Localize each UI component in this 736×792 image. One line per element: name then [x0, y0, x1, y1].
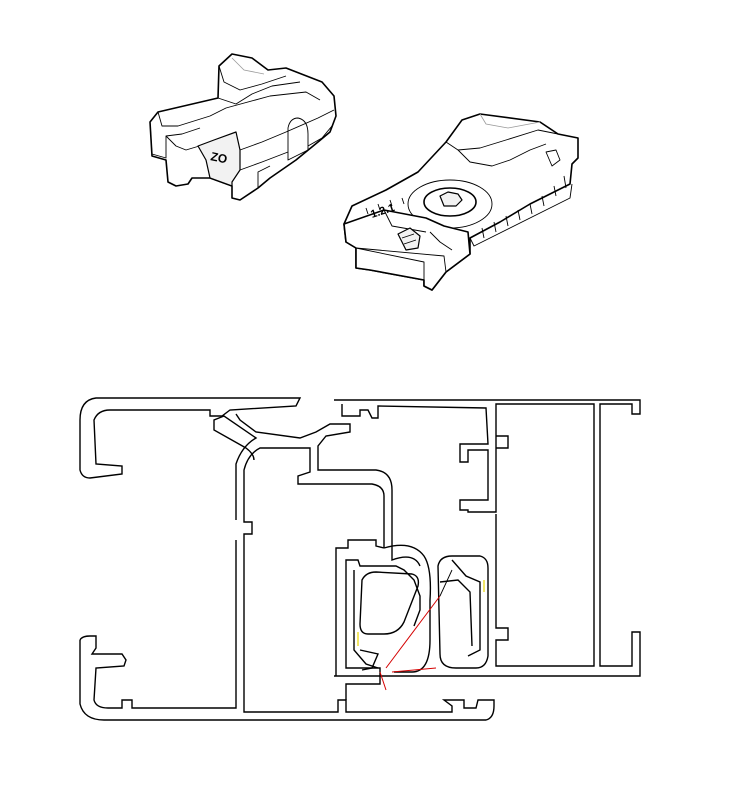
profile-cross-section: [79, 397, 641, 721]
gasket-block: [437, 555, 489, 669]
accent-red-line: [385, 595, 441, 669]
frame-outer-outline: [79, 397, 302, 479]
wedge-insert: [359, 571, 420, 635]
clip-part-right: 1.2.1: [343, 113, 579, 291]
part-left-label: ZO: [209, 149, 228, 166]
clip-part-left: ZO: [149, 53, 337, 201]
